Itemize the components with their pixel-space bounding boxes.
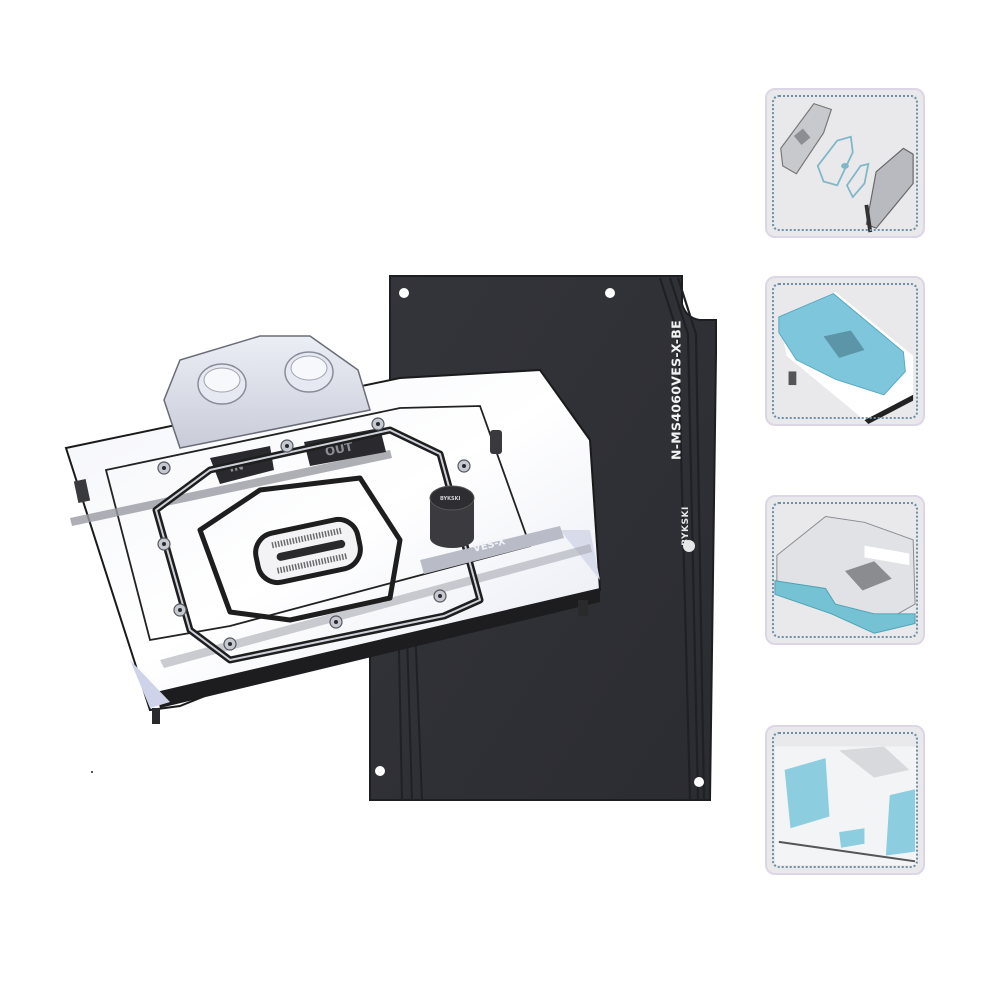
mount-hole [605, 288, 615, 298]
bear-logo-icon [683, 540, 695, 552]
side-seal-icon [774, 515, 916, 634]
thermal-pad-icon [774, 746, 918, 866]
mount-hole [399, 288, 409, 298]
thumbnail-side-seal-view[interactable] [765, 495, 925, 645]
thumbnail-acrylic-channel-view[interactable] [765, 276, 925, 426]
waterblock-graphic: IN OUT BYKSKI VES-X [64, 335, 602, 724]
waterblock-image: IN OUT BYKSKI VES-X [60, 330, 620, 770]
speck [91, 771, 93, 773]
mount-hole [375, 766, 385, 776]
model-label: N-MS4060VES-X-BE [668, 320, 684, 460]
microfin-stack [253, 516, 363, 586]
cap-brand-label: BYKSKI [440, 496, 461, 502]
plug-cap: BYKSKI [429, 485, 475, 548]
mount-hole [694, 777, 704, 787]
thumbnail-thermal-pad-view[interactable] [765, 725, 925, 875]
port-in [197, 363, 247, 405]
thumbnail-exploded-view[interactable] [765, 88, 925, 238]
backplate-model-text: N-MS4060VES-X-BE [664, 300, 688, 480]
acrylic-channel-icon [778, 291, 914, 424]
exploded-view-icon [780, 102, 914, 233]
port-out [284, 351, 334, 393]
